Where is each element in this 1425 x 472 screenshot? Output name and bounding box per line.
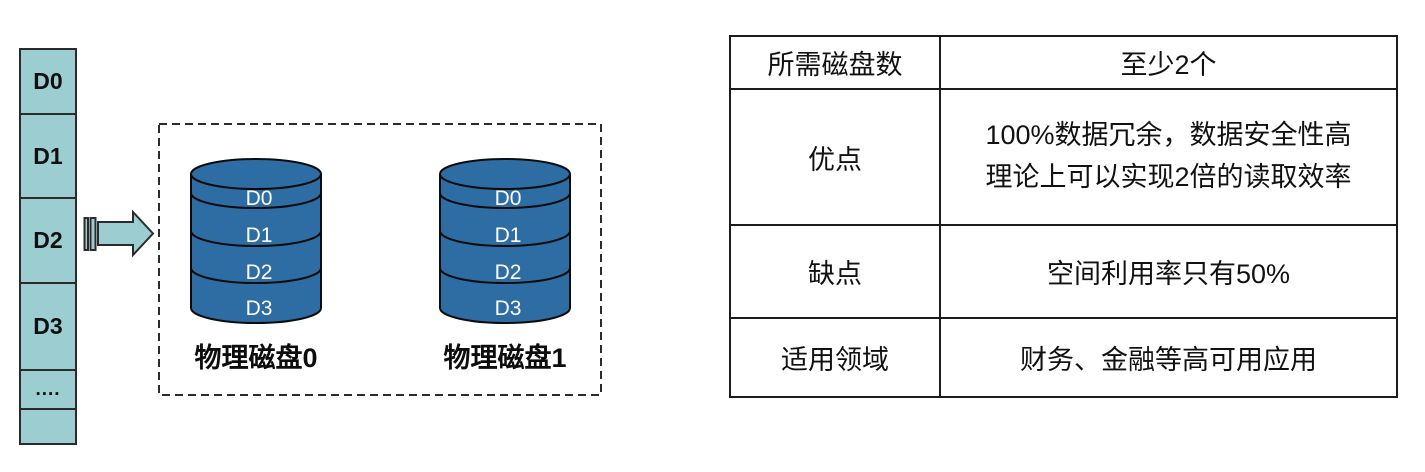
row-header-disadvantages: 缺点 bbox=[729, 224, 941, 319]
mirror-write-arrow-icon bbox=[83, 209, 155, 258]
physical-disk-1-cylinder-icon: D0 D1 D2 D3 bbox=[439, 158, 571, 324]
row-value-advantages: 100%数据冗余，数据安全性高 理论上可以实现2倍的读取效率 bbox=[939, 88, 1398, 226]
logical-block-d3: D3 bbox=[21, 284, 75, 371]
disk0-segment-d2: D2 bbox=[246, 261, 273, 284]
physical-disk-0-label: 物理磁盘0 bbox=[194, 343, 318, 373]
disk0-segment-d3: D3 bbox=[246, 297, 273, 320]
disk0-segment-d1: D1 bbox=[246, 224, 273, 247]
logical-block-d0: D0 bbox=[21, 50, 75, 115]
disk0-segment-d0: D0 bbox=[246, 187, 273, 210]
row-value-use-cases: 财务、金融等高可用应用 bbox=[939, 317, 1398, 398]
row-value-required-disks: 至少2个 bbox=[939, 35, 1398, 90]
logical-block-ellipsis: .... bbox=[21, 371, 75, 410]
table-row-disadvantages: 缺点 空间利用率只有50% bbox=[729, 224, 1398, 319]
disk1-segment-d1: D1 bbox=[495, 224, 522, 247]
disk1-segment-d3: D3 bbox=[495, 297, 522, 320]
table-row-required-disks: 所需磁盘数 至少2个 bbox=[729, 35, 1398, 90]
raid1-spec-table: 所需磁盘数 至少2个 优点 100%数据冗余，数据安全性高 理论上可以实现2倍的… bbox=[729, 35, 1398, 398]
logical-block-d2: D2 bbox=[21, 199, 75, 284]
disk1-segment-d0: D0 bbox=[495, 187, 522, 210]
physical-disk-0-cylinder-icon: D0 D1 D2 D3 bbox=[190, 158, 322, 324]
logical-block-d1: D1 bbox=[21, 115, 75, 199]
physical-disk-1-label: 物理磁盘1 bbox=[443, 343, 567, 373]
row-header-required-disks: 所需磁盘数 bbox=[729, 35, 941, 90]
row-header-advantages: 优点 bbox=[729, 88, 941, 226]
row-header-use-cases: 适用领域 bbox=[729, 317, 941, 398]
raid-group-dashed-boundary bbox=[158, 123, 602, 396]
row-value-disadvantages: 空间利用率只有50% bbox=[939, 224, 1398, 319]
table-row-advantages: 优点 100%数据冗余，数据安全性高 理论上可以实现2倍的读取效率 bbox=[729, 88, 1398, 226]
disk1-segment-d2: D2 bbox=[495, 261, 522, 284]
logical-block-column: D0 D1 D2 D3 .... bbox=[19, 48, 77, 445]
logical-block-empty bbox=[21, 410, 75, 443]
table-row-use-cases: 适用领域 财务、金融等高可用应用 bbox=[729, 317, 1398, 398]
